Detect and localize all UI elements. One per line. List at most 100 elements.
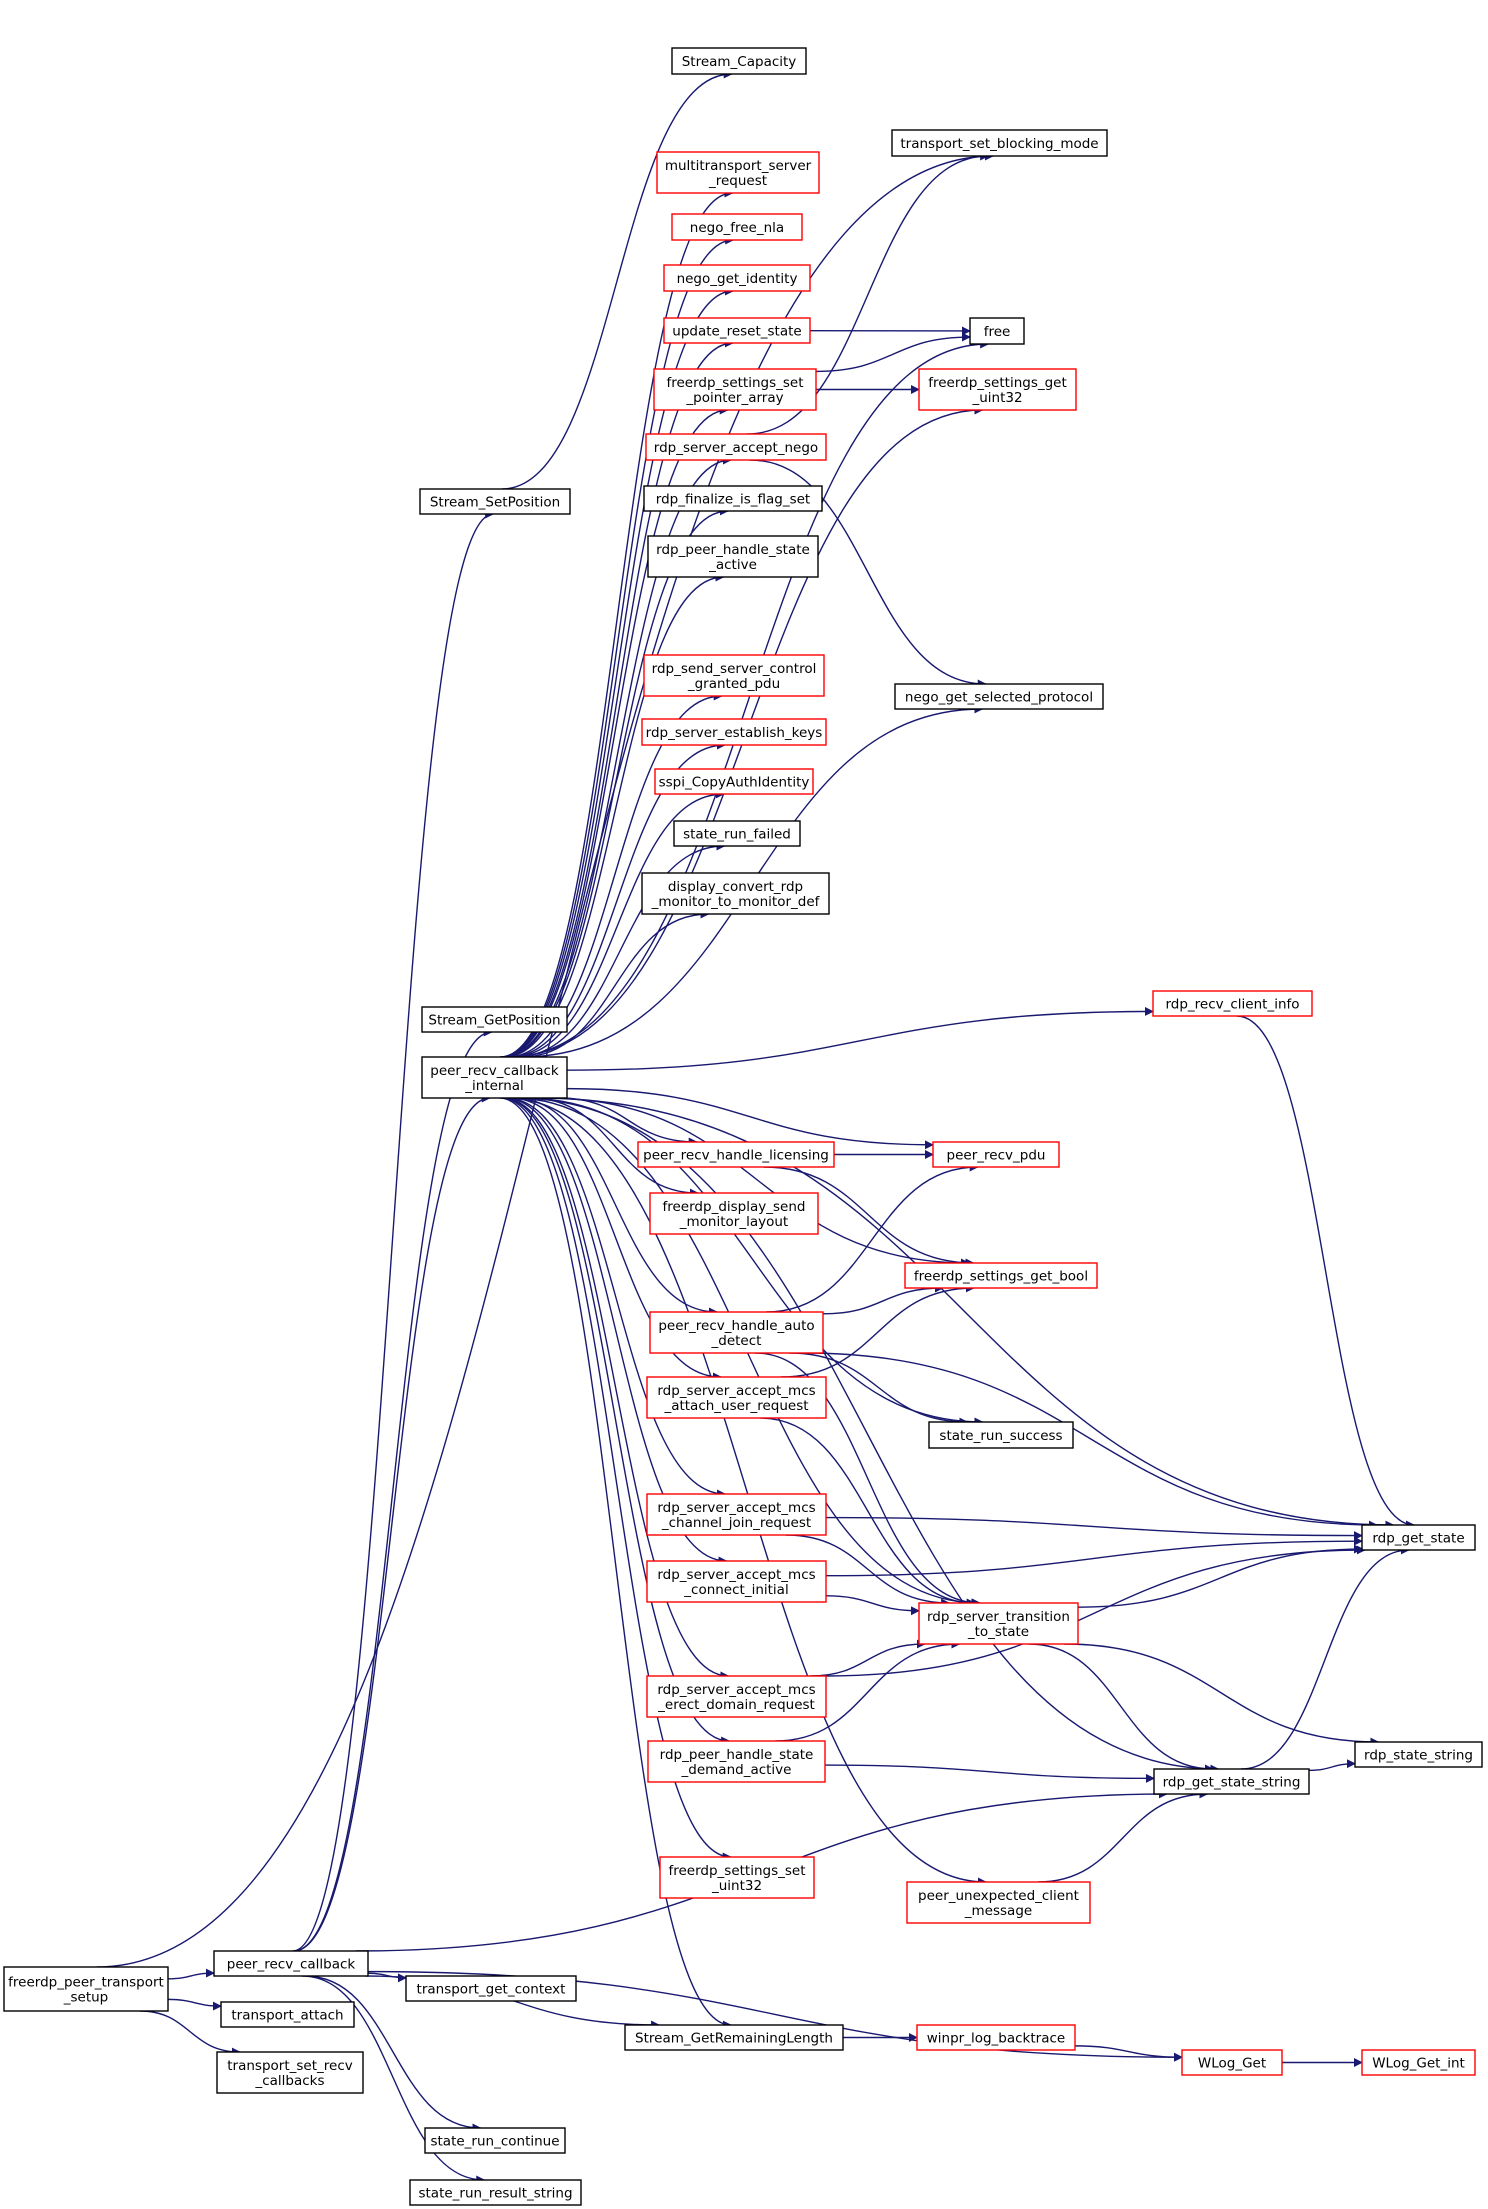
edge-rdp-server-accept-nego-to-nego-get-selected [749, 459, 987, 689]
node-update-reset-state[interactable]: update_reset_state [663, 317, 811, 344]
node-label: peer_recv_callback [227, 1957, 356, 1973]
edge-settings-set-pointer-to-free [815, 332, 971, 373]
node-label: state_run_result_string [418, 2186, 572, 2202]
node-rdp-establish-keys[interactable]: rdp_server_establish_keys [641, 718, 827, 746]
node-box [916, 2024, 1076, 2051]
edge-peer-state-demand-to-rdp-server-transition [775, 1639, 961, 1742]
node-box [637, 1141, 835, 1168]
node-stream-get-remaining[interactable]: Stream_GetRemainingLength [624, 2024, 844, 2051]
node-sspi-copy[interactable]: sspi_CopyAuthIdentity [654, 768, 814, 795]
node-label: WLog_Get_int [1372, 2056, 1465, 2072]
node-box [405, 1975, 577, 2002]
edge-peer-recv-internal-to-display-send-layout [530, 1097, 699, 1198]
node-nego-get-identity[interactable]: nego_get_identity [663, 264, 811, 292]
node-multitransport[interactable]: multitransport_server_request [656, 151, 820, 194]
node-label: update_reset_state [672, 324, 801, 340]
node-nego-get-selected[interactable]: nego_get_selected_protocol [894, 683, 1104, 710]
node-box [3, 1966, 169, 2012]
node-box [216, 2051, 364, 2094]
node-stream-setposition[interactable]: Stream_SetPosition [419, 488, 571, 515]
node-label: freerdp_display_send [663, 1199, 806, 1215]
node-winpr-log-backtrace[interactable]: winpr_log_backtrace [916, 2024, 1076, 2051]
node-peer-state-demand[interactable]: rdp_peer_handle_state_demand_active [647, 1740, 826, 1783]
node-box [671, 47, 807, 75]
node-rdp-server-accept-nego[interactable]: rdp_server_accept_nego [645, 433, 827, 461]
edge-accept-channel-join-to-rdp-get-state [825, 1516, 1363, 1541]
node-box [904, 1262, 1098, 1289]
node-state-run-result-string[interactable]: state_run_result_string [409, 2179, 582, 2206]
node-root[interactable]: freerdp_peer_transport_setup [3, 1966, 169, 2012]
node-label: rdp_peer_handle_state [656, 542, 810, 558]
edge-peer-recv-internal-to-state-run-failed [514, 841, 726, 1058]
node-state-run-continue[interactable]: state_run_continue [424, 2127, 566, 2154]
node-box [1361, 1524, 1476, 1551]
node-settings-get-uint32[interactable]: freerdp_settings_get_uint32 [918, 368, 1077, 411]
node-box [663, 317, 811, 344]
node-peer-unexpected[interactable]: peer_unexpected_client_message [906, 1881, 1091, 1924]
node-settings-get-bool[interactable]: freerdp_settings_get_bool [904, 1262, 1098, 1289]
node-display-send-layout[interactable]: freerdp_display_send_monitor_layout [649, 1192, 819, 1235]
node-accept-attach-user[interactable]: rdp_server_accept_mcs_attach_user_reques… [646, 1376, 827, 1419]
node-label: _channel_join_request [661, 1515, 811, 1531]
node-peer-recv-pdu[interactable]: peer_recv_pdu [932, 1141, 1060, 1168]
node-display-convert[interactable]: display_convert_rdp_monitor_to_monitor_d… [641, 872, 830, 915]
edge-root-to-transport-attach [167, 1998, 222, 2011]
node-rdp-server-transition[interactable]: rdp_server_transition_to_state [918, 1602, 1079, 1645]
node-box [641, 872, 830, 915]
edge-peer-recv-internal-to-nego-free-nla [500, 235, 735, 1058]
edge-rdp-get-state-string-to-rdp-state-string [1308, 1759, 1356, 1772]
node-label: _active [708, 557, 757, 573]
node-box [969, 317, 1025, 345]
edge-accept-erect-domain-to-rdp-get-state [824, 1545, 1366, 1677]
node-transport-set-recv[interactable]: transport_set_recv_callbacks [216, 2051, 364, 2094]
node-stream-capacity[interactable]: Stream_Capacity [671, 47, 807, 75]
node-rdp-recv-client-info[interactable]: rdp_recv_client_info [1152, 990, 1313, 1017]
node-stream-getposition[interactable]: Stream_GetPosition [421, 1006, 568, 1033]
node-peer-recv-internal[interactable]: peer_recv_callback_internal [421, 1056, 568, 1099]
edge-rdp-recv-client-info-to-rdp-get-state [1236, 1015, 1416, 1530]
edge-peer-recv-internal-to-accept-attach-user [510, 1097, 722, 1382]
node-label: rdp_server_establish_keys [646, 725, 823, 741]
node-nego-free-nla[interactable]: nego_free_nla [671, 213, 803, 241]
node-wlog-get-int[interactable]: WLog_Get_int [1361, 2049, 1476, 2076]
node-state-run-failed[interactable]: state_run_failed [673, 820, 801, 847]
node-label: rdp_get_state_string [1163, 1775, 1301, 1791]
node-label: nego_free_nla [690, 220, 784, 236]
node-state-run-success[interactable]: state_run_success [928, 1421, 1074, 1449]
node-label: _setup [63, 1990, 109, 2006]
node-rdp-state-string[interactable]: rdp_state_string [1354, 1741, 1483, 1768]
edge-peer-recv-internal-to-rdp-send-control [506, 691, 723, 1058]
node-label: _demand_active [681, 1762, 792, 1778]
node-box [918, 368, 1077, 411]
node-accept-channel-join[interactable]: rdp_server_accept_mcs_channel_join_reque… [646, 1493, 827, 1536]
node-rdp-peer-state-active[interactable]: rdp_peer_handle_state_active [647, 535, 819, 578]
node-rdp-get-state-string[interactable]: rdp_get_state_string [1153, 1768, 1310, 1795]
node-label: state_run_success [939, 1428, 1062, 1444]
node-label: rdp_server_accept_mcs [657, 1567, 815, 1583]
node-box [647, 1740, 826, 1783]
node-box [220, 2001, 355, 2028]
node-label: freerdp_settings_set [668, 1863, 805, 1879]
edge-peer-recv-internal-to-peer-recv-auto-detect [513, 1097, 718, 1317]
node-rdp-get-state[interactable]: rdp_get_state [1361, 1524, 1476, 1551]
node-settings-set-pointer[interactable]: freerdp_settings_set_pointer_array [653, 368, 817, 411]
node-peer-recv-auto-detect[interactable]: peer_recv_handle_auto_detect [649, 1311, 824, 1354]
node-transport-set-blocking[interactable]: transport_set_blocking_mode [891, 129, 1108, 157]
node-wlog-get[interactable]: WLog_Get [1181, 2049, 1283, 2076]
node-peer-recv-callback[interactable]: peer_recv_callback [213, 1950, 369, 1977]
node-box [424, 2127, 566, 2154]
node-transport-attach[interactable]: transport_attach [220, 2001, 355, 2028]
node-rdp-send-control[interactable]: rdp_send_server_control_granted_pdu [643, 654, 825, 697]
edge-peer-recv-internal-to-stream-get-remaining [499, 1097, 732, 2030]
edge-peer-recv-auto-detect-to-rdp-server-transition [754, 1352, 981, 1608]
node-label: _uint32 [711, 1878, 762, 1894]
node-accept-connect-initial[interactable]: rdp_server_accept_mcs_connect_initial [646, 1560, 827, 1603]
node-peer-recv-licensing[interactable]: peer_recv_handle_licensing [637, 1141, 835, 1168]
node-accept-erect-domain[interactable]: rdp_server_accept_mcs_erect_domain_reque… [646, 1675, 827, 1718]
node-rdp-finalize-flag[interactable]: rdp_finalize_is_flag_set [643, 485, 823, 512]
node-settings-set-uint32[interactable]: freerdp_settings_set_uint32 [659, 1856, 815, 1899]
node-free[interactable]: free [969, 317, 1025, 345]
node-transport-get-context[interactable]: transport_get_context [405, 1975, 577, 2002]
node-label: freerdp_settings_get_bool [914, 1269, 1088, 1285]
